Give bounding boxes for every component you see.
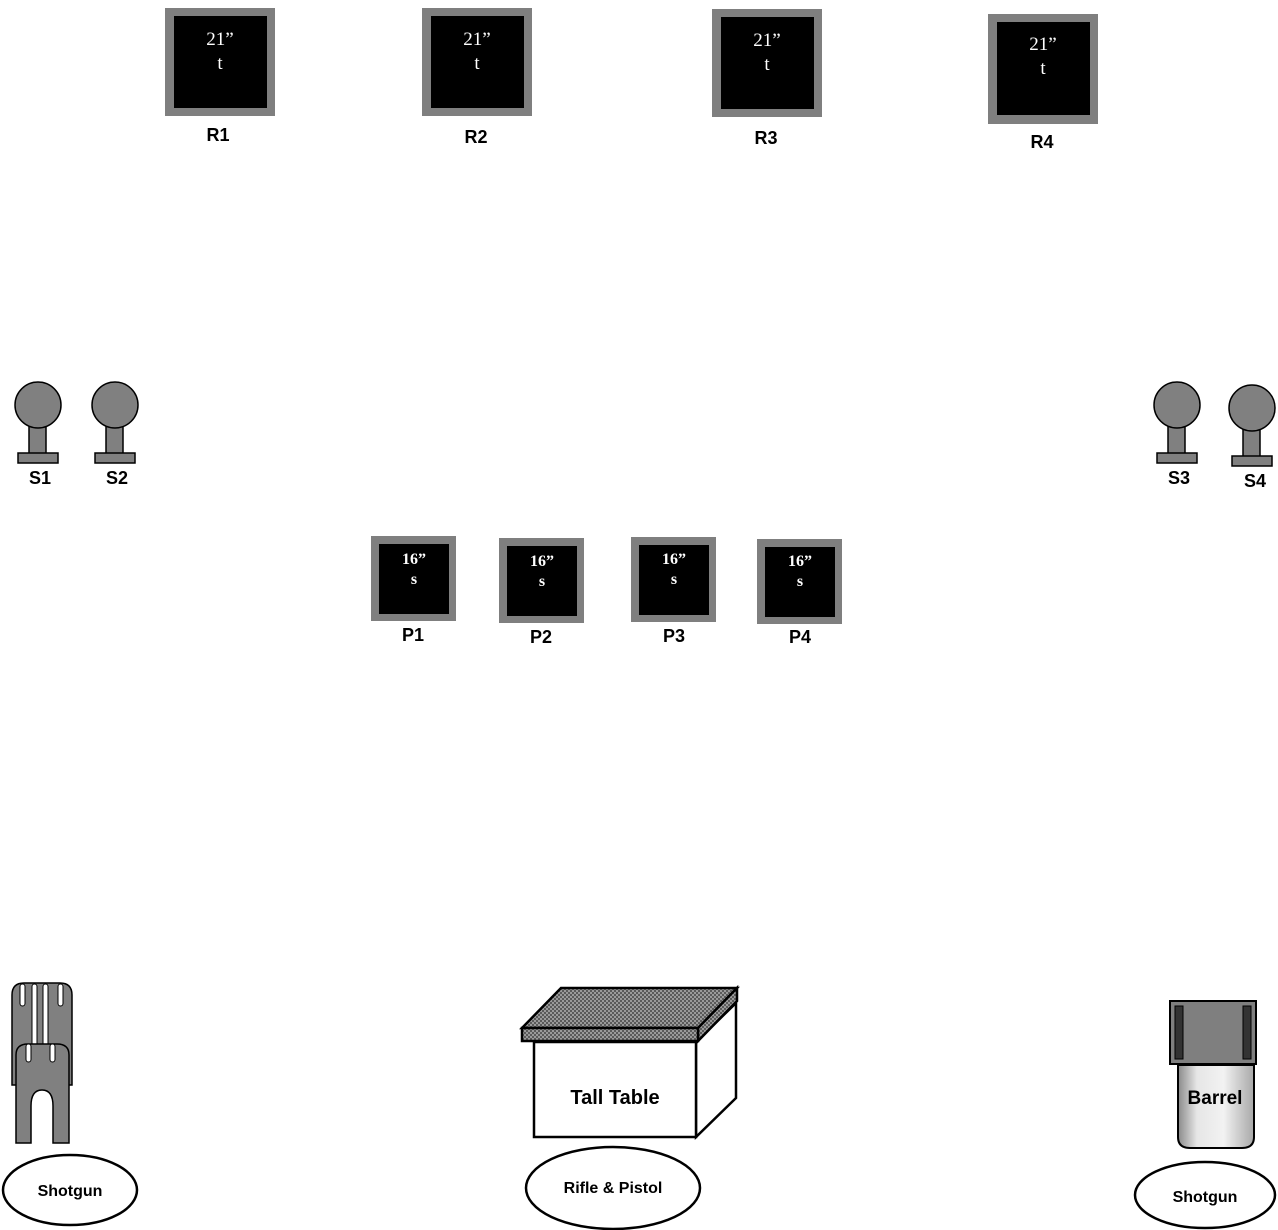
steel-target-label: S3 [1168,468,1190,488]
pistol-target-shape: s [671,571,677,588]
rifle-target-shape: t [474,53,480,74]
pistol-target-label: P3 [663,626,685,646]
rifle-target-shape: t [217,53,223,74]
pistol-target-size: 16” [662,551,686,568]
steel-target-s4: S4 [1229,385,1275,491]
steel-target-s3: S3 [1154,382,1200,488]
shooting-position-center: Rifle & Pistol [526,1147,700,1229]
pistol-target-size: 16” [402,551,426,568]
steel-target-label: S2 [106,468,128,488]
pistol-target-p4: 16” s P4 [757,539,842,647]
rifle-target-size: 21” [1029,34,1056,55]
steel-target-label: S1 [29,468,51,488]
steel-target-s2: S2 [92,382,138,488]
shotgun-rack-icon [12,983,72,1143]
rifle-target-label: R3 [754,128,777,148]
pistol-target-label: P4 [789,627,811,647]
rifle-target-r4: 21” t R4 [988,14,1098,152]
tall-table-label: Tall Table [570,1087,659,1109]
pistol-target-shape: s [539,573,545,590]
rifle-target-shape: t [1040,58,1046,79]
pistol-target-shape: s [411,571,417,588]
steel-target-label: S4 [1244,471,1266,491]
rifle-target-shape: t [764,54,770,75]
pistol-target-p2: 16” s P2 [499,538,584,647]
rifle-target-r3: 21” t R3 [712,9,822,148]
pistol-target-label: P2 [530,627,552,647]
rifle-target-label: R2 [464,127,487,147]
pistol-target-size: 16” [788,553,812,570]
rifle-target-r2: 21” t R2 [422,8,532,147]
pistol-target-size: 16” [530,553,554,570]
position-label: Rifle & Pistol [564,1180,663,1197]
rifle-target-label: R1 [206,125,229,145]
pistol-target-p1: 16” s P1 [371,536,456,645]
rifle-target-size: 21” [206,29,233,50]
barrel-label: Barrel [1188,1088,1243,1109]
rifle-target-r1: 21” t R1 [165,8,275,145]
rifle-target-size: 21” [753,30,780,51]
pistol-target-p3: 16” s P3 [631,537,716,646]
position-label: Shotgun [38,1183,103,1200]
pistol-target-label: P1 [402,625,424,645]
barrel-icon: Barrel [1170,1001,1256,1148]
steel-target-s1: S1 [15,382,61,488]
rifle-target-label: R4 [1030,132,1053,152]
shooting-position-left: Shotgun [3,1155,137,1225]
tall-table-icon: Tall Table [522,988,737,1137]
rifle-target-size: 21” [463,29,490,50]
shooting-position-right: Shotgun [1135,1162,1275,1228]
pistol-target-shape: s [797,573,803,590]
position-label: Shotgun [1173,1189,1238,1206]
